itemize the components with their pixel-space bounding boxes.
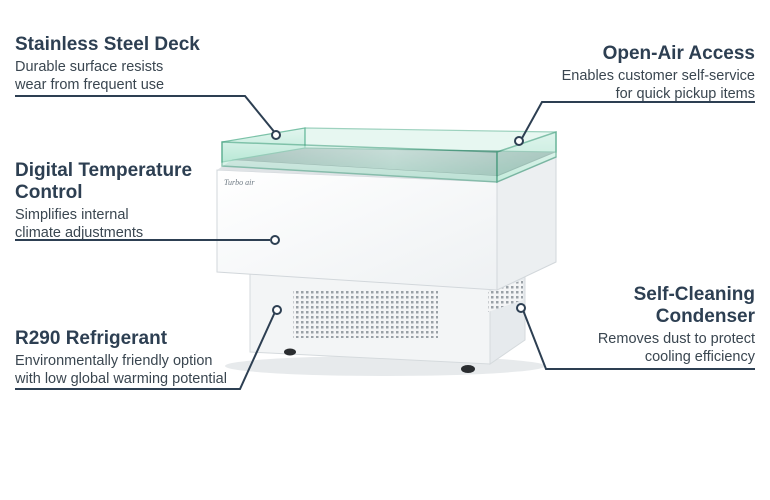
- callout-stainless-steel-deck: Stainless Steel Deck Durable surface res…: [15, 34, 275, 94]
- callout-open-air-access: Open-Air Access Enables customer self-se…: [495, 43, 755, 103]
- description-line: Enables customer self-service: [561, 68, 755, 84]
- callout-description: Durable surface resists wear from freque…: [15, 58, 275, 94]
- callout-title: Open-Air Access: [602, 43, 755, 64]
- title-line: Control: [15, 182, 83, 203]
- caster: [284, 348, 296, 356]
- callout-description: Simplifies internal climate adjustments: [15, 206, 245, 242]
- front-vent-grille: [293, 290, 438, 338]
- callout-title: Self-Cleaning Condenser: [535, 284, 755, 328]
- title-line: Self-Cleaning: [633, 284, 755, 305]
- marker-dot: [272, 305, 282, 315]
- description-line: with low global warming potential: [15, 371, 227, 387]
- side-vent-grille: [488, 280, 523, 312]
- marker-dot: [514, 136, 524, 146]
- callout-description: Environmentally friendly option with low…: [15, 352, 275, 388]
- caster: [461, 365, 475, 373]
- brand-logo: Turbo air: [224, 178, 255, 187]
- callout-r290-refrigerant: R290 Refrigerant Environmentally friendl…: [15, 328, 275, 388]
- leader-line-stainless: [15, 95, 277, 135]
- description-line: wear from frequent use: [15, 77, 165, 93]
- marker-dot: [270, 235, 280, 245]
- title-line: Digital Temperature: [15, 160, 193, 181]
- callout-title: Stainless Steel Deck: [15, 34, 200, 55]
- description-line: Environmentally friendly option: [15, 353, 213, 369]
- callout-digital-temperature-control: Digital Temperature Control Simplifies i…: [15, 160, 245, 242]
- callout-title: R290 Refrigerant: [15, 328, 168, 349]
- title-line: Condenser: [655, 306, 755, 327]
- description-line: climate adjustments: [15, 225, 144, 241]
- description-line: Removes dust to protect: [597, 331, 755, 347]
- description-line: for quick pickup items: [615, 86, 755, 102]
- leader-line-refrigerant: [15, 311, 276, 390]
- marker-dot: [271, 130, 281, 140]
- base-unit: [249, 261, 526, 373]
- callout-description: Enables customer self-service for quick …: [495, 67, 755, 103]
- callout-description: Removes dust to protect cooling efficien…: [535, 330, 755, 366]
- glass-guard: [221, 127, 557, 184]
- description-line: Durable surface resists: [15, 59, 164, 75]
- description-line: Simplifies internal: [15, 207, 129, 223]
- marker-dot: [516, 303, 526, 313]
- description-line: cooling efficiency: [644, 349, 755, 365]
- leader-line-open-air: [520, 101, 755, 141]
- leader-line-self-cleaning: [522, 309, 755, 370]
- callout-title: Digital Temperature Control: [15, 160, 245, 204]
- callout-self-cleaning-condenser: Self-Cleaning Condenser Removes dust to …: [535, 284, 755, 366]
